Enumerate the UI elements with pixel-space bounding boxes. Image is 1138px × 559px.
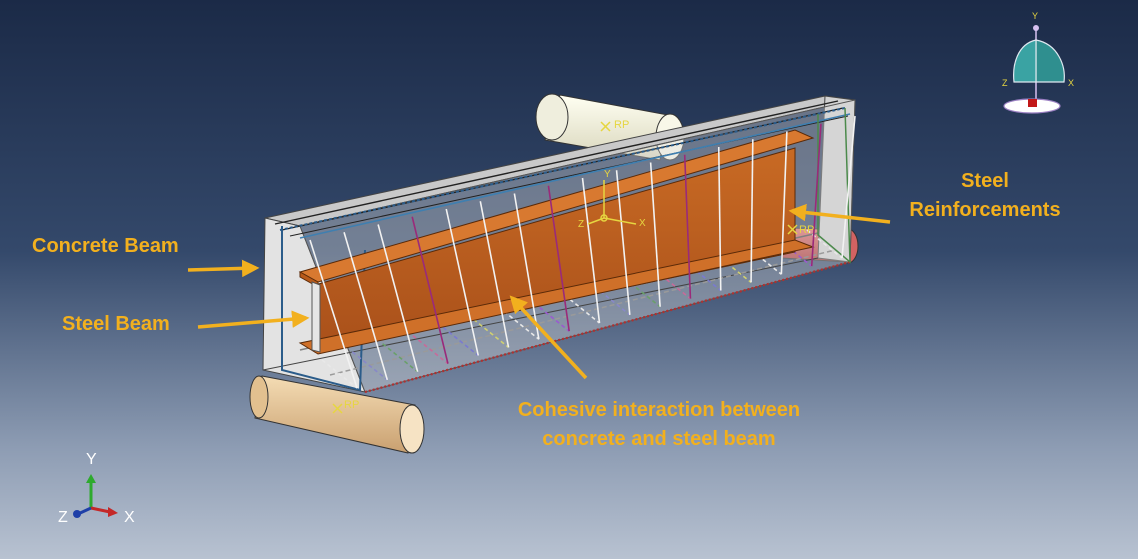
steel-reinforcements-label: Steel Reinforcements	[890, 167, 1080, 225]
triad-z-label: Z	[58, 509, 68, 526]
stirrup-front-leg	[343, 232, 389, 381]
stirrup-front-leg	[683, 154, 692, 299]
reference-point-top[interactable]: RP	[600, 119, 629, 132]
steel-reinforcements-arrow	[788, 203, 891, 224]
view-cube[interactable]: Y Z X	[1002, 11, 1074, 114]
steel-reinforcements-label-line2: Reinforcements	[909, 199, 1061, 221]
stirrup-front-leg	[309, 239, 358, 389]
stirrup-front-leg	[649, 162, 661, 307]
stirrup-front-leg	[377, 224, 419, 372]
model-csys-z-label: Z	[578, 219, 584, 230]
view-cube-y-label: Y	[1032, 11, 1038, 21]
view-cube-face-left	[1013, 39, 1037, 83]
triad-z-arrow-icon	[73, 510, 81, 518]
steel-beam-label: Steel Beam	[62, 313, 170, 335]
stirrup-front-leg	[445, 208, 480, 356]
triad-x-label: X	[124, 509, 135, 526]
top-rebar-front	[279, 107, 846, 231]
stirrup-front-leg	[615, 170, 631, 315]
stirrup-bottom-leg	[473, 318, 510, 348]
steel-reinforcements-label-line1: Steel	[961, 170, 1009, 192]
view-cube-face-right	[1035, 39, 1065, 83]
model-csys-y-label: Y	[604, 169, 611, 180]
cohesive-interaction-label: Cohesive interaction between concrete an…	[484, 396, 834, 454]
model-csys-x-label: X	[639, 218, 646, 229]
cohesive-interaction-arrow	[509, 295, 588, 380]
stirrup-front-group	[309, 115, 856, 389]
reference-point-top-label: RP	[614, 119, 629, 131]
stirrup-bottom-leg	[412, 335, 449, 365]
stirrup-bottom-leg	[806, 229, 843, 259]
reference-point-left[interactable]: RP	[332, 399, 359, 414]
concrete-top-line-1	[274, 100, 839, 225]
left-support-roller[interactable]	[249, 375, 425, 454]
steel-beam-arrow	[197, 310, 310, 329]
view-cube-pivot	[1033, 25, 1039, 31]
triad-x-axis	[90, 506, 111, 514]
triad-y-arrow-icon	[86, 474, 96, 483]
stirrup-front-leg	[841, 115, 856, 259]
concrete-bottom-edge	[262, 257, 819, 371]
stirrup-front-leg	[780, 131, 788, 275]
view-cube-marker	[1028, 99, 1037, 107]
model-csys: Y X Z	[578, 169, 646, 230]
triad-y-label: Y	[86, 451, 97, 468]
stirrup-bottom-leg	[533, 302, 570, 332]
stirrup-bottom-leg	[382, 343, 419, 373]
global-axis-triad[interactable]: Y X Z	[58, 451, 135, 526]
stirrup-front-leg	[717, 146, 722, 291]
stirrup-front-leg	[547, 185, 570, 332]
steel-beam-end	[311, 281, 321, 353]
stirrup-front-leg	[810, 123, 822, 267]
stirrup-bottom-leg	[442, 326, 479, 357]
cohesive-interaction-label-line2: concrete and steel beam	[542, 428, 776, 450]
stirrup-bottom-leg	[321, 359, 358, 389]
callout-arrows	[187, 203, 891, 380]
reference-point-left-label: RP	[344, 399, 359, 411]
concrete-beam-label: Concrete Beam	[32, 235, 179, 257]
view-cube-x-label: X	[1068, 78, 1074, 88]
stirrup-front-leg	[411, 216, 449, 364]
stirrup-front-leg	[479, 201, 510, 348]
cohesive-interaction-label-line1: Cohesive interaction between	[517, 399, 801, 421]
stirrup-front-leg	[750, 139, 754, 283]
reference-point-right[interactable]: RP	[787, 224, 814, 236]
stirrup-front-leg	[581, 177, 601, 324]
view-cube-z-label: Z	[1002, 78, 1008, 88]
triad-x-arrow-icon	[108, 507, 118, 517]
reference-point-right-label: RP	[799, 224, 814, 236]
stirrup-front-leg	[513, 193, 540, 340]
concrete-beam-arrow	[187, 259, 260, 278]
top-rebar-back	[299, 113, 851, 239]
stirrup-bottom-leg	[351, 351, 388, 381]
stirrup-bottom-leg	[503, 310, 540, 340]
